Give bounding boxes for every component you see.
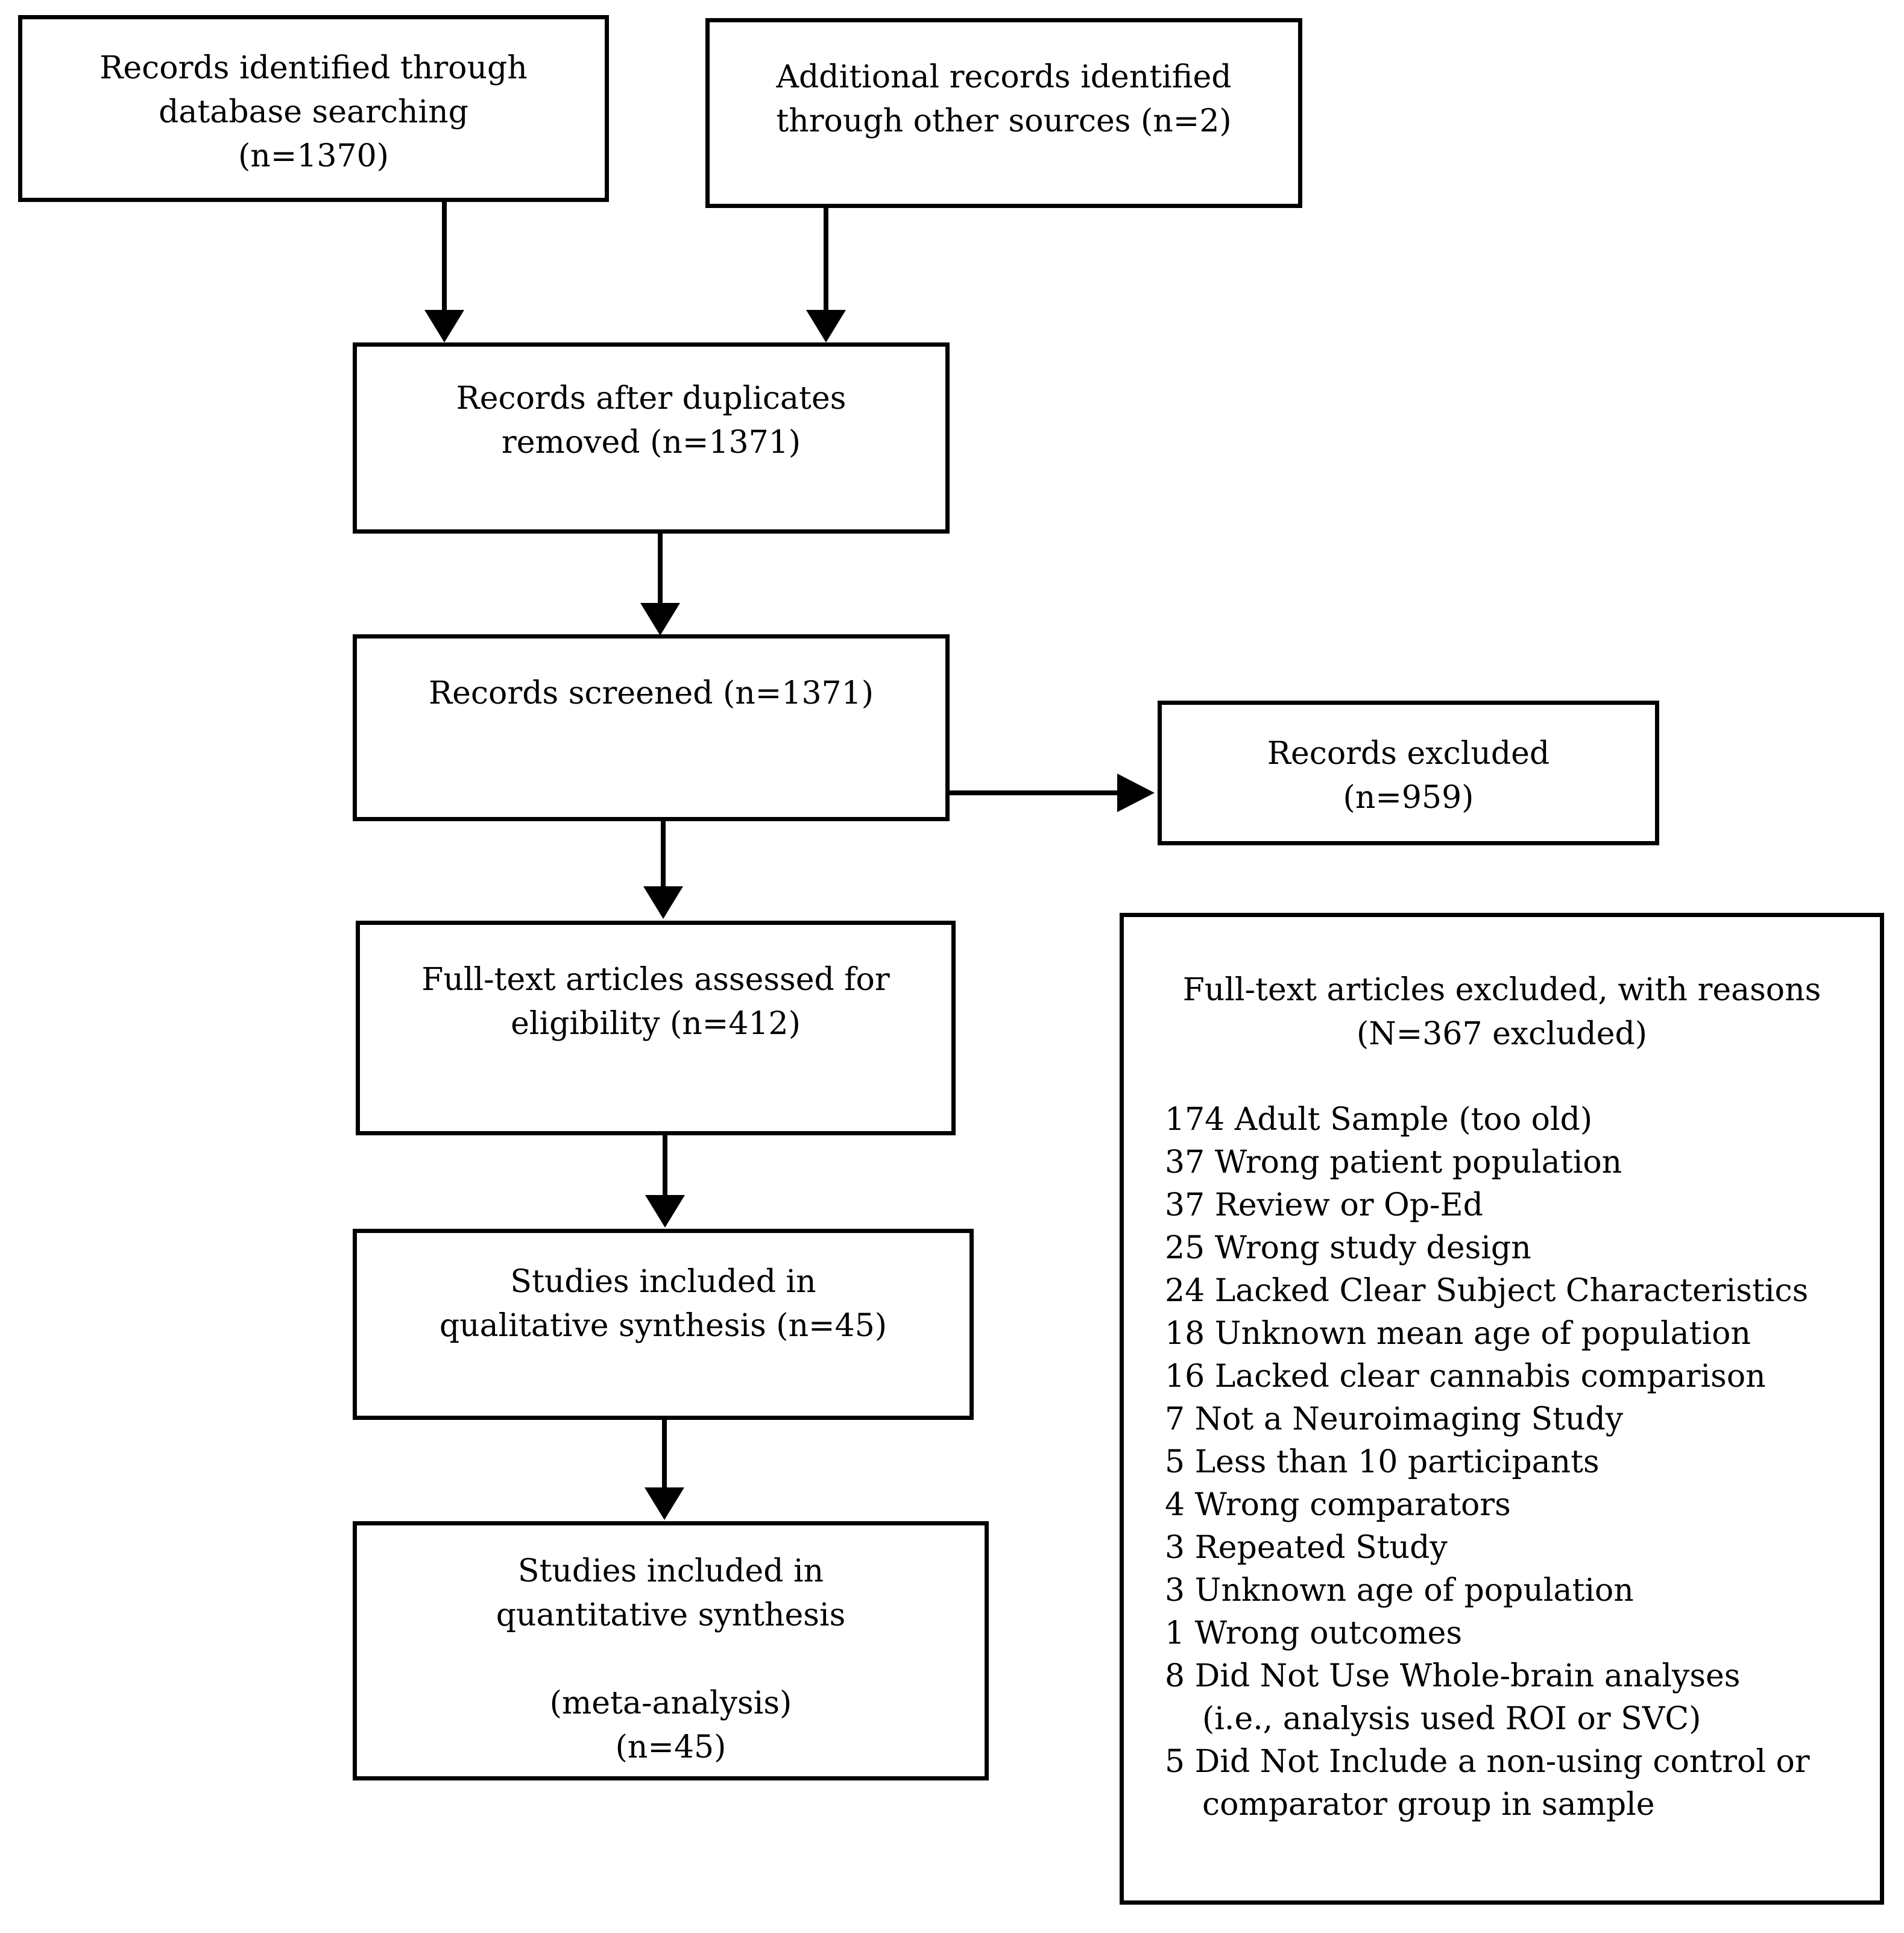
fulltext-assessed-label: Full-text articles assessed for eligibil… bbox=[421, 962, 890, 1042]
flow-box-records-screened: Records screened (n=1371) bbox=[353, 634, 950, 821]
exclusion-reasons-header: Full-text articles excluded, with reason… bbox=[1182, 972, 1821, 1052]
records-excluded-label: Records excluded (n=959) bbox=[1267, 736, 1550, 816]
reason-count: 25 bbox=[1165, 1230, 1205, 1266]
flow-box-quantitative-synthesis: Studies included in quantitative synthes… bbox=[353, 1521, 989, 1780]
reason-count: 3 bbox=[1165, 1530, 1185, 1566]
flow-box-duplicates-removed: Records after duplicates removed (n=1371… bbox=[353, 342, 950, 534]
qualitative-synthesis-label: Studies included in qualitative synthesi… bbox=[439, 1264, 887, 1344]
reason-text: Lacked Clear Subject Characteristics bbox=[1214, 1273, 1809, 1309]
arrowhead-down-icon bbox=[645, 1195, 685, 1228]
reason-count: 18 bbox=[1165, 1316, 1205, 1352]
exclusion-reason-item: 24 Lacked Clear Subject Characteristics bbox=[1165, 1270, 1862, 1313]
reason-text: Unknown mean age of population bbox=[1214, 1316, 1751, 1352]
exclusion-reason-item: 3 Repeated Study bbox=[1165, 1527, 1862, 1569]
exclusion-reason-item: 3 Unknown age of population bbox=[1165, 1569, 1862, 1612]
duplicates-removed-label: Records after duplicates removed (n=1371… bbox=[456, 380, 846, 461]
reason-text: Wrong study design bbox=[1214, 1230, 1531, 1266]
reason-text: Unknown age of population bbox=[1194, 1572, 1634, 1609]
arrow-screened-to-excluded-line bbox=[950, 790, 1118, 795]
reason-text: Wrong comparators bbox=[1194, 1487, 1511, 1523]
exclusion-reason-item: 8 Did Not Use Whole-brain analyses (i.e.… bbox=[1165, 1655, 1862, 1741]
reason-text: Did Not Use Whole-brain analyses (i.e., … bbox=[1194, 1658, 1741, 1737]
reason-text: Repeated Study bbox=[1194, 1530, 1448, 1566]
exclusion-reason-item: 37 Review or Op-Ed bbox=[1165, 1184, 1862, 1227]
reason-count: 37 bbox=[1165, 1187, 1205, 1223]
arrowhead-down-icon bbox=[424, 310, 464, 342]
exclusion-reason-item: 25 Wrong study design bbox=[1165, 1227, 1862, 1270]
exclusion-reason-item: 18 Unknown mean age of population bbox=[1165, 1313, 1862, 1355]
arrowhead-down-icon bbox=[643, 886, 683, 919]
reason-text: Not a Neuroimaging Study bbox=[1194, 1401, 1624, 1437]
reason-text: Adult Sample (too old) bbox=[1234, 1102, 1593, 1138]
exclusion-reason-item: 7 Not a Neuroimaging Study bbox=[1165, 1398, 1862, 1441]
exclusion-reason-item: 16 Lacked clear cannabis comparison bbox=[1165, 1355, 1862, 1398]
exclusion-reason-item: 1 Wrong outcomes bbox=[1165, 1612, 1862, 1655]
arrow-fulltext-to-qualitative-line bbox=[663, 1135, 667, 1198]
reason-count: 5 bbox=[1165, 1744, 1185, 1780]
quantitative-synthesis-label: Studies included in quantitative synthes… bbox=[496, 1553, 846, 1765]
reason-count: 7 bbox=[1165, 1401, 1185, 1437]
reason-count: 37 bbox=[1165, 1144, 1205, 1181]
reason-text: Wrong outcomes bbox=[1194, 1615, 1463, 1651]
additional-records-label: Additional records identified through ot… bbox=[776, 59, 1232, 139]
reason-text: Lacked clear cannabis comparison bbox=[1214, 1358, 1766, 1395]
records-identified-label: Records identified through database sear… bbox=[99, 50, 528, 174]
arrow-duplicates-to-screened-line bbox=[658, 534, 663, 607]
reason-count: 3 bbox=[1165, 1572, 1185, 1609]
exclusion-reason-item: 37 Wrong patient population bbox=[1165, 1141, 1862, 1184]
arrowhead-down-icon bbox=[806, 310, 846, 342]
arrow-qualitative-to-quantitative-line bbox=[662, 1419, 667, 1490]
reason-text: Review or Op-Ed bbox=[1214, 1187, 1483, 1223]
arrow-additional-to-duplicates-line bbox=[824, 208, 828, 314]
reason-count: 1 bbox=[1165, 1615, 1185, 1651]
flow-box-exclusion-reasons: Full-text articles excluded, with reason… bbox=[1120, 913, 1884, 1905]
reason-count: 24 bbox=[1165, 1273, 1205, 1309]
exclusion-reasons-list: 174 Adult Sample (too old)37 Wrong patie… bbox=[1124, 1099, 1880, 1826]
flow-box-qualitative-synthesis: Studies included in qualitative synthesi… bbox=[353, 1229, 974, 1420]
reason-count: 16 bbox=[1165, 1358, 1205, 1395]
arrow-identified-to-duplicates-line bbox=[442, 202, 447, 314]
reason-count: 4 bbox=[1165, 1487, 1185, 1523]
exclusion-reason-item: 4 Wrong comparators bbox=[1165, 1484, 1862, 1527]
arrowhead-down-icon bbox=[640, 603, 680, 635]
records-screened-label: Records screened (n=1371) bbox=[429, 675, 874, 711]
flow-box-fulltext-assessed: Full-text articles assessed for eligibil… bbox=[356, 921, 956, 1135]
reason-text: Wrong patient population bbox=[1214, 1144, 1622, 1181]
reason-count: 5 bbox=[1165, 1444, 1185, 1480]
exclusion-reason-item: 5 Less than 10 participants bbox=[1165, 1441, 1862, 1484]
arrowhead-down-icon bbox=[645, 1487, 684, 1520]
flow-box-records-excluded: Records excluded (n=959) bbox=[1158, 701, 1659, 845]
reason-text: Less than 10 participants bbox=[1194, 1444, 1600, 1480]
arrow-screened-to-fulltext-line bbox=[661, 821, 666, 890]
reason-text: Did Not Include a non-using control or c… bbox=[1194, 1744, 1810, 1823]
arrowhead-right-icon bbox=[1117, 774, 1155, 812]
flow-box-records-identified: Records identified through database sear… bbox=[18, 15, 609, 202]
reason-count: 174 bbox=[1165, 1102, 1225, 1138]
exclusion-reason-item: 5 Did Not Include a non-using control or… bbox=[1165, 1741, 1862, 1826]
reason-count: 8 bbox=[1165, 1658, 1185, 1694]
flow-box-additional-records: Additional records identified through ot… bbox=[705, 18, 1302, 208]
exclusion-reason-item: 174 Adult Sample (too old) bbox=[1165, 1099, 1862, 1141]
